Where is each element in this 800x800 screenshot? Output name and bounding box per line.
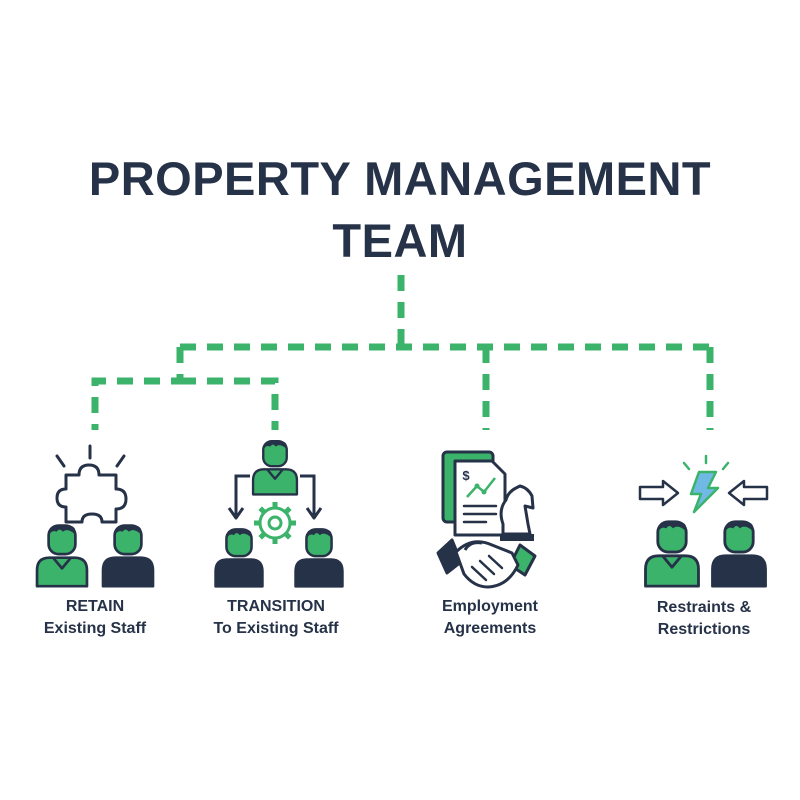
handshake-icon <box>436 538 537 589</box>
chess-knight-icon <box>499 484 535 536</box>
spark-lines-icon <box>682 454 730 471</box>
item-label-line-1: Restraints & <box>656 599 752 616</box>
item-label-retain: RETAIN Existing Staff <box>0 596 195 640</box>
contract-handshake-chess-knight-icon: $ <box>436 450 537 589</box>
connector-lines <box>91 275 714 430</box>
item-label-line-2: Agreements <box>443 620 537 637</box>
arrows-lightning-two-people-icon <box>638 454 769 588</box>
arrow-left-icon <box>727 479 769 507</box>
arrow-right-icon <box>638 479 680 507</box>
item-label-line-1: Employment <box>441 598 538 615</box>
puzzle-piece-icon <box>55 463 128 524</box>
item-label-transition: TRANSITION To Existing Staff <box>176 596 376 640</box>
lightning-bolt-icon <box>689 470 720 514</box>
item-label-restraints: Restraints & Restrictions <box>604 597 800 641</box>
item-label-line-2: Restrictions <box>657 621 751 638</box>
arrow-left-down-icon <box>234 474 250 515</box>
connector-branch-transition <box>180 377 279 430</box>
puzzle-piece-with-two-people-icon <box>35 444 155 588</box>
item-label-line-2: Existing Staff <box>43 620 147 637</box>
item-label-line-1: TRANSITION <box>227 598 325 615</box>
item-label-line-2: To Existing Staff <box>213 620 339 637</box>
spark-lines-icon <box>55 444 126 468</box>
dollar-icon: $ <box>462 468 470 483</box>
item-label-employment: Employment Agreements <box>390 596 590 640</box>
item-label-line-1: RETAIN <box>65 598 125 615</box>
person-transition-gear-icon <box>214 439 344 588</box>
connector-branch-left <box>91 347 184 430</box>
diagram-title-line-1: PROPERTY MANAGEMENT <box>88 152 712 205</box>
diagram-title-line-2: TEAM <box>332 214 468 267</box>
gear-icon <box>254 502 296 544</box>
arrow-right-down-icon <box>300 474 316 515</box>
